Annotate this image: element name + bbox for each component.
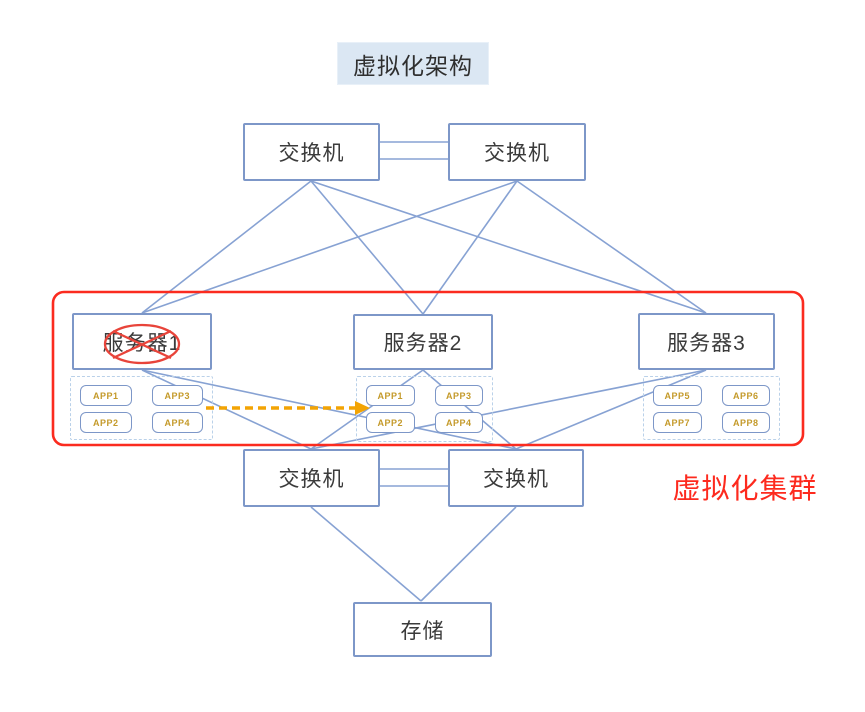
- bottom-switch-1-node: 交换机: [243, 449, 380, 507]
- app-box: APP5: [653, 385, 702, 406]
- cluster-label: 虚拟化集群: [672, 473, 818, 504]
- app-box: APP3: [151, 385, 203, 406]
- app-box: APP3: [434, 385, 483, 406]
- app-box: APP6: [721, 385, 770, 406]
- server-3-app-group: APP5 APP6 APP7 APP8: [643, 376, 780, 440]
- app-box: APP2: [80, 412, 132, 433]
- app-box: APP1: [80, 385, 132, 406]
- server-2-node: 服务器2: [353, 314, 493, 370]
- app-box: APP4: [434, 412, 483, 433]
- app-box: APP1: [366, 385, 415, 406]
- diagram-title: 虚拟化架构: [337, 42, 489, 85]
- server-1-app-group: APP1 APP3 APP2 APP4: [70, 376, 213, 440]
- app-box: APP2: [366, 412, 415, 433]
- bottom-switch-2-node: 交换机: [448, 449, 584, 507]
- server-3-node: 服务器3: [638, 313, 775, 370]
- app-box: APP8: [721, 412, 770, 433]
- top-switch-1-node: 交换机: [243, 123, 380, 181]
- server-1-node: 服务器1: [72, 313, 212, 370]
- top-switch-2-node: 交换机: [448, 123, 586, 181]
- app-box: APP7: [653, 412, 702, 433]
- app-box: APP4: [151, 412, 203, 433]
- server-2-app-group: APP1 APP3 APP2 APP4: [356, 376, 493, 442]
- storage-node: 存储: [353, 602, 492, 657]
